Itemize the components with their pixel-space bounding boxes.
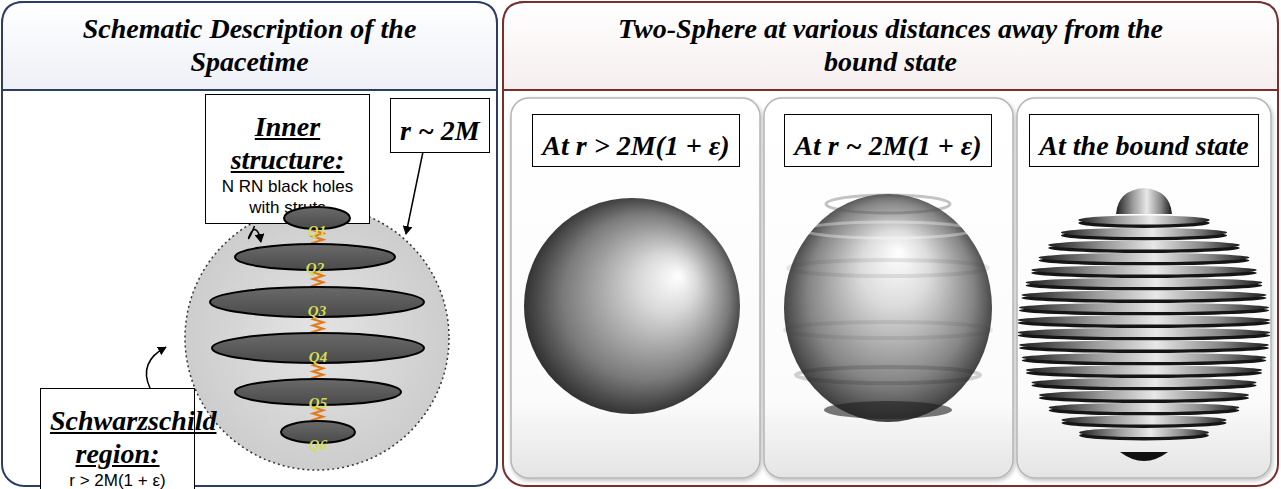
panel: Schematic Description of the SpacetimeIn… <box>2 2 497 486</box>
disc <box>1031 266 1257 275</box>
panel-title: Schematic Description of the Spacetime <box>35 12 465 78</box>
disc <box>1019 303 1269 312</box>
box-text: Schwarzschild region: <box>50 404 185 470</box>
disc <box>1039 253 1250 262</box>
box-text: r ~ 2M <box>400 114 480 147</box>
panel-frame <box>503 2 1278 486</box>
sub-panel <box>511 98 760 478</box>
charge-disc: Q1 <box>282 205 352 231</box>
horizon-circle <box>185 206 449 470</box>
sub-panel <box>1017 98 1271 478</box>
state-label: At the bound state <box>1029 114 1258 167</box>
disc <box>1031 378 1256 387</box>
charge-label: Q3 <box>208 295 426 328</box>
deformed-sphere <box>784 194 992 422</box>
disc <box>1039 391 1249 400</box>
panel-header <box>2 2 497 90</box>
disc <box>1062 416 1227 425</box>
panel: Two-Sphere at various distances away fro… <box>503 2 1278 486</box>
disc <box>1018 316 1271 325</box>
disc <box>1026 278 1263 287</box>
box-text: At r > 2M(1 + ε) <box>542 129 729 162</box>
sphere <box>524 198 740 414</box>
box-text: r > 2M(1 + ε) <box>50 470 185 489</box>
state-label: At r ~ 2M(1 + ε) <box>784 114 991 167</box>
disc <box>1018 328 1271 337</box>
disc <box>1049 403 1240 412</box>
disc <box>1019 341 1269 350</box>
charge-disc: Q5 <box>233 377 403 407</box>
charge-disc: Q4 <box>210 331 426 365</box>
charge-label: Q6 <box>279 429 357 462</box>
cap <box>1116 188 1172 214</box>
charge-label: Q4 <box>210 341 426 374</box>
cap <box>1120 452 1168 461</box>
leader-line <box>406 142 425 234</box>
callout-box: r ~ 2M <box>390 98 490 153</box>
panel-frame <box>2 2 497 486</box>
state-label: At r > 2M(1 + ε) <box>532 114 739 167</box>
charge-disc: Q6 <box>279 419 357 445</box>
disc <box>1022 291 1267 300</box>
charge-disc: Q3 <box>208 285 426 319</box>
panel-header <box>503 2 1278 90</box>
charge-disc: Q2 <box>233 242 397 272</box>
charge-label: Q5 <box>233 387 403 420</box>
disc <box>1078 216 1209 225</box>
disc <box>1048 241 1240 250</box>
callout-box: Schwarzschild region:r > 2M(1 + ε) <box>40 388 195 489</box>
disc <box>1026 366 1262 375</box>
box-text: Inner structure: <box>215 110 360 176</box>
disc <box>1061 228 1227 237</box>
charge-label: Q2 <box>233 252 397 285</box>
connector-arrow <box>249 226 261 242</box>
box-text: At r ~ 2M(1 + ε) <box>794 129 981 162</box>
disc <box>1022 353 1267 362</box>
box-text: At the bound state <box>1039 129 1248 162</box>
stacked-discs <box>1018 188 1271 461</box>
sub-panel <box>764 98 1013 478</box>
leader-line <box>146 347 166 388</box>
callout-box: Inner structure:N RN black holes with st… <box>205 94 370 224</box>
panel-title: Two-Sphere at various distances away fro… <box>611 12 1171 78</box>
disc <box>1079 428 1209 437</box>
